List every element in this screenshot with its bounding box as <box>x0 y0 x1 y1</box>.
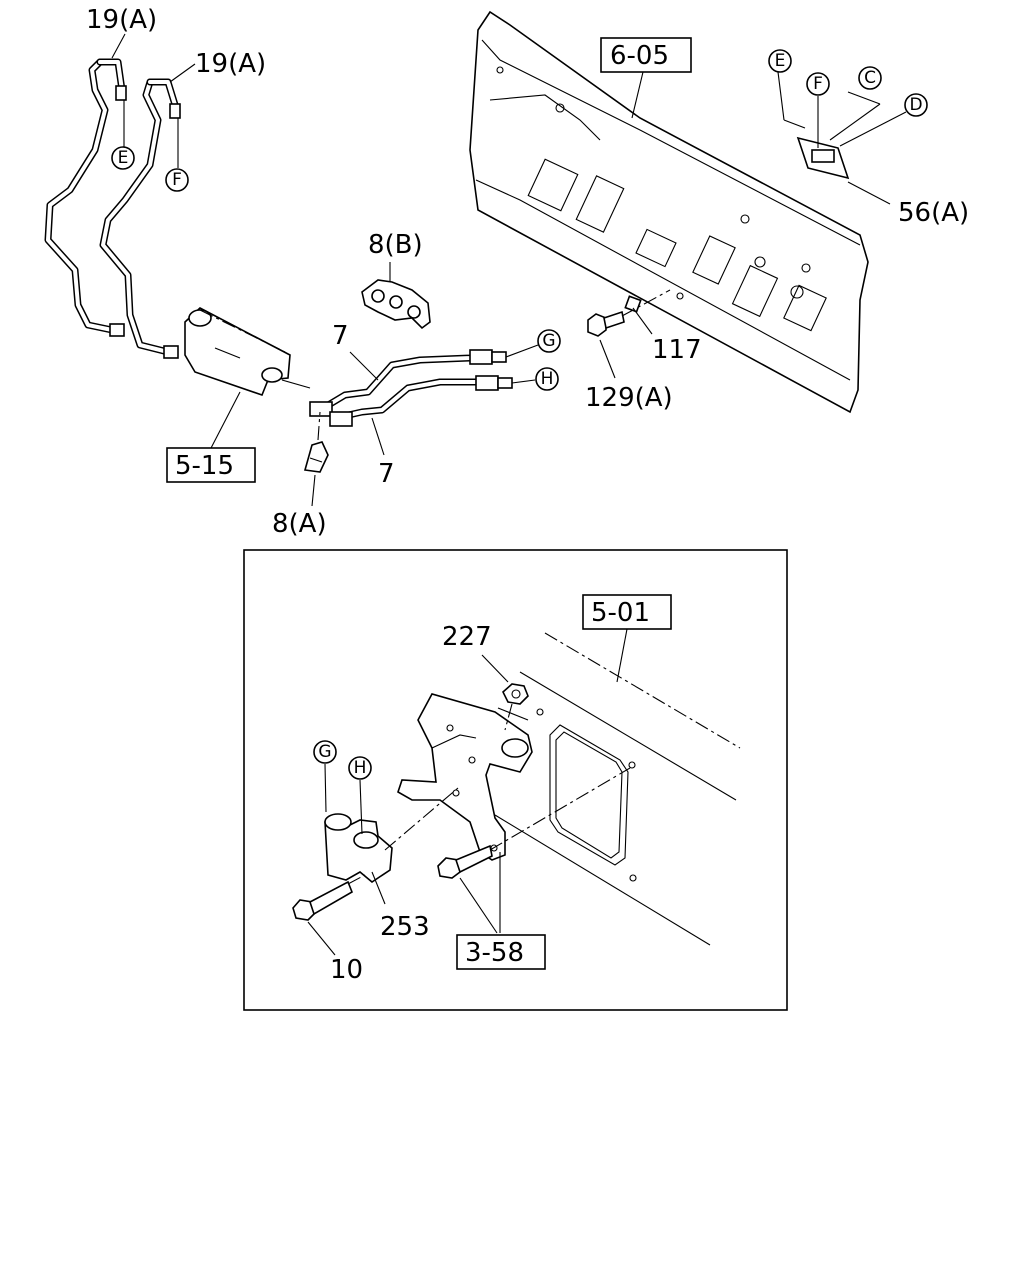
svg-text:C: C <box>864 68 876 88</box>
bracket-56a <box>796 136 850 180</box>
label-129a: 129(A) <box>585 383 673 413</box>
label-19a-1: 19(A) <box>86 5 157 35</box>
svg-text:E: E <box>118 148 129 168</box>
tube-7-lower <box>331 378 496 422</box>
label-19a-2: 19(A) <box>195 49 266 79</box>
detail-frame <box>243 549 788 1011</box>
brake-tube-left <box>44 58 126 334</box>
callout-f-panel: F <box>806 72 830 96</box>
dash-panel <box>469 10 869 414</box>
box-5-01-label: 5-01 <box>591 598 650 628</box>
label-7-bottom: 7 <box>378 459 395 489</box>
svg-text:F: F <box>172 170 182 190</box>
callout-g: G <box>537 329 561 353</box>
svg-text:E: E <box>775 51 786 71</box>
clip-8b <box>361 279 431 330</box>
label-56a: 56(A) <box>898 198 969 228</box>
label-253: 253 <box>380 912 430 942</box>
tube-end-fittings <box>309 349 513 427</box>
bolt-129a <box>587 310 625 337</box>
box-3-58 <box>456 934 546 970</box>
callout-g-detail: G <box>313 740 337 764</box>
box-5-15-label: 5-15 <box>175 451 234 481</box>
svg-text:G: G <box>318 742 331 762</box>
box-3-58-label: 3-58 <box>465 938 524 968</box>
label-227: 227 <box>442 622 492 652</box>
label-7-top: 7 <box>332 321 349 351</box>
clip-8a <box>303 441 329 473</box>
callout-c-panel: C <box>858 66 882 90</box>
nut-117 <box>624 295 642 313</box>
svg-text:H: H <box>354 758 367 778</box>
label-117: 117 <box>652 335 702 365</box>
label-8a: 8(A) <box>272 509 327 539</box>
bolt-3-58 <box>437 844 493 879</box>
box-6-05 <box>600 37 692 73</box>
joint-253 <box>324 813 393 883</box>
bracket <box>397 693 533 861</box>
callout-d-panel: D <box>904 93 928 117</box>
callout-e-tube: E <box>111 146 135 170</box>
callout-h-detail: H <box>348 756 372 780</box>
callout-e-panel: E <box>768 49 792 73</box>
box-5-15 <box>166 447 256 483</box>
bolt-10 <box>292 880 353 921</box>
label-10: 10 <box>330 955 363 985</box>
label-8b: 8(B) <box>368 230 423 260</box>
tube-fittings <box>109 85 181 359</box>
callout-f-tube: F <box>165 168 189 192</box>
brake-tube-right <box>99 78 180 356</box>
box-6-05-label: 6-05 <box>610 41 669 71</box>
nut-227 <box>502 683 529 705</box>
svg-text:D: D <box>909 95 922 115</box>
frame-member <box>494 632 741 946</box>
svg-text:F: F <box>813 74 823 94</box>
callout-h: H <box>535 367 559 391</box>
svg-text:H: H <box>541 369 554 389</box>
svg-text:G: G <box>542 331 555 351</box>
valve-block <box>184 307 291 397</box>
